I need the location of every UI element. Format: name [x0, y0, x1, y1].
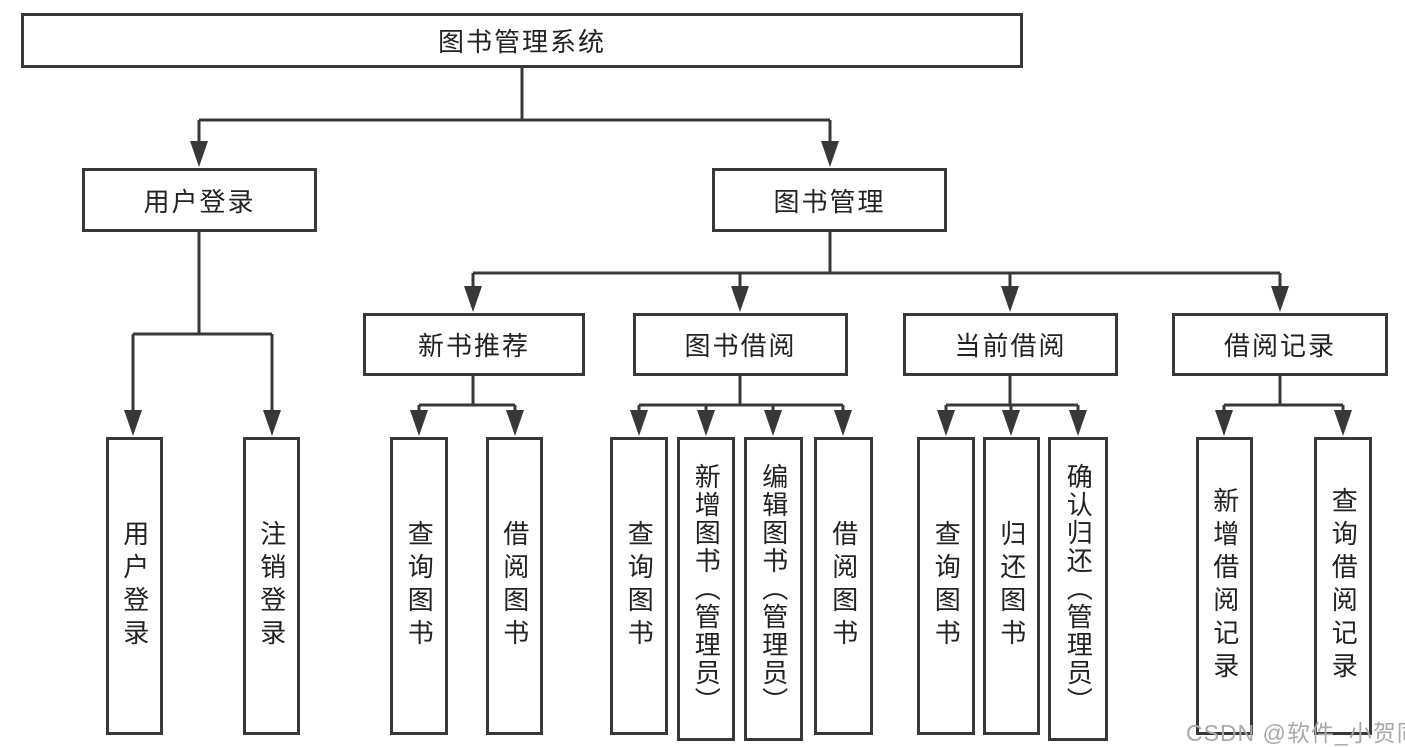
leaf-borrow-books-1: 借阅图书 [486, 437, 543, 735]
leaf-query-books-2-label: 查询图书 [624, 520, 655, 652]
leaf-return-books: 归还图书 [983, 437, 1040, 735]
leaf-add-books-admin: 新增图书（管理员） [677, 437, 735, 741]
node-root: 图书管理系统 [21, 13, 1023, 68]
node-borrow-records-label: 借阅记录 [1223, 331, 1336, 361]
node-borrow-records: 借阅记录 [1172, 313, 1388, 376]
leaf-borrow-books-1-label: 借阅图书 [499, 520, 530, 652]
leaf-user-login: 用户登录 [106, 437, 163, 735]
leaf-query-borrow-record-label: 查询借阅记录 [1328, 487, 1359, 685]
node-book-borrow-label: 图书借阅 [684, 331, 797, 361]
leaf-confirm-return-admin: 确认归还（管理员） [1048, 437, 1108, 741]
leaf-query-books-3: 查询图书 [917, 437, 975, 735]
leaf-query-books-3-label: 查询图书 [931, 520, 962, 652]
leaf-add-borrow-record-label: 新增借阅记录 [1209, 487, 1240, 685]
leaf-user-login-label: 用户登录 [119, 520, 150, 652]
node-book-borrow: 图书借阅 [633, 313, 848, 376]
leaf-query-borrow-record: 查询借阅记录 [1314, 437, 1372, 735]
leaf-query-books-1-label: 查询图书 [404, 520, 435, 652]
csdn-watermark: CSDN @软件_小贺同学 [1186, 720, 1405, 746]
leaf-return-books-label: 归还图书 [996, 520, 1027, 652]
leaf-query-books-2: 查询图书 [610, 437, 668, 735]
connector-lines [131, 65, 1345, 418]
node-root-label: 图书管理系统 [437, 27, 606, 57]
node-book-management-label: 图书管理 [773, 186, 886, 217]
node-current-borrow: 当前借阅 [903, 313, 1118, 376]
leaf-add-borrow-record: 新增借阅记录 [1196, 437, 1253, 735]
node-current-borrow-label: 当前借阅 [954, 331, 1067, 361]
leaf-query-books-1: 查询图书 [390, 437, 448, 735]
leaf-add-books-admin-label: 新增图书（管理员） [691, 463, 722, 715]
node-user-login: 用户登录 [82, 168, 317, 232]
node-new-book-recommend: 新书推荐 [363, 313, 585, 376]
leaf-logout: 注销登录 [243, 437, 300, 735]
node-new-book-recommend-label: 新书推荐 [417, 331, 530, 361]
leaf-logout-label: 注销登录 [256, 520, 287, 652]
leaf-borrow-books-2-label: 借阅图书 [828, 520, 859, 652]
leaf-edit-books-admin-label: 编辑图书（管理员） [758, 463, 789, 715]
arrowheads [124, 141, 1352, 436]
leaf-edit-books-admin: 编辑图书（管理员） [744, 437, 803, 741]
node-user-login-label: 用户登录 [143, 186, 256, 217]
leaf-borrow-books-2: 借阅图书 [814, 437, 873, 735]
node-book-management: 图书管理 [712, 168, 947, 232]
leaf-confirm-return-admin-label: 确认归还（管理员） [1063, 463, 1094, 715]
